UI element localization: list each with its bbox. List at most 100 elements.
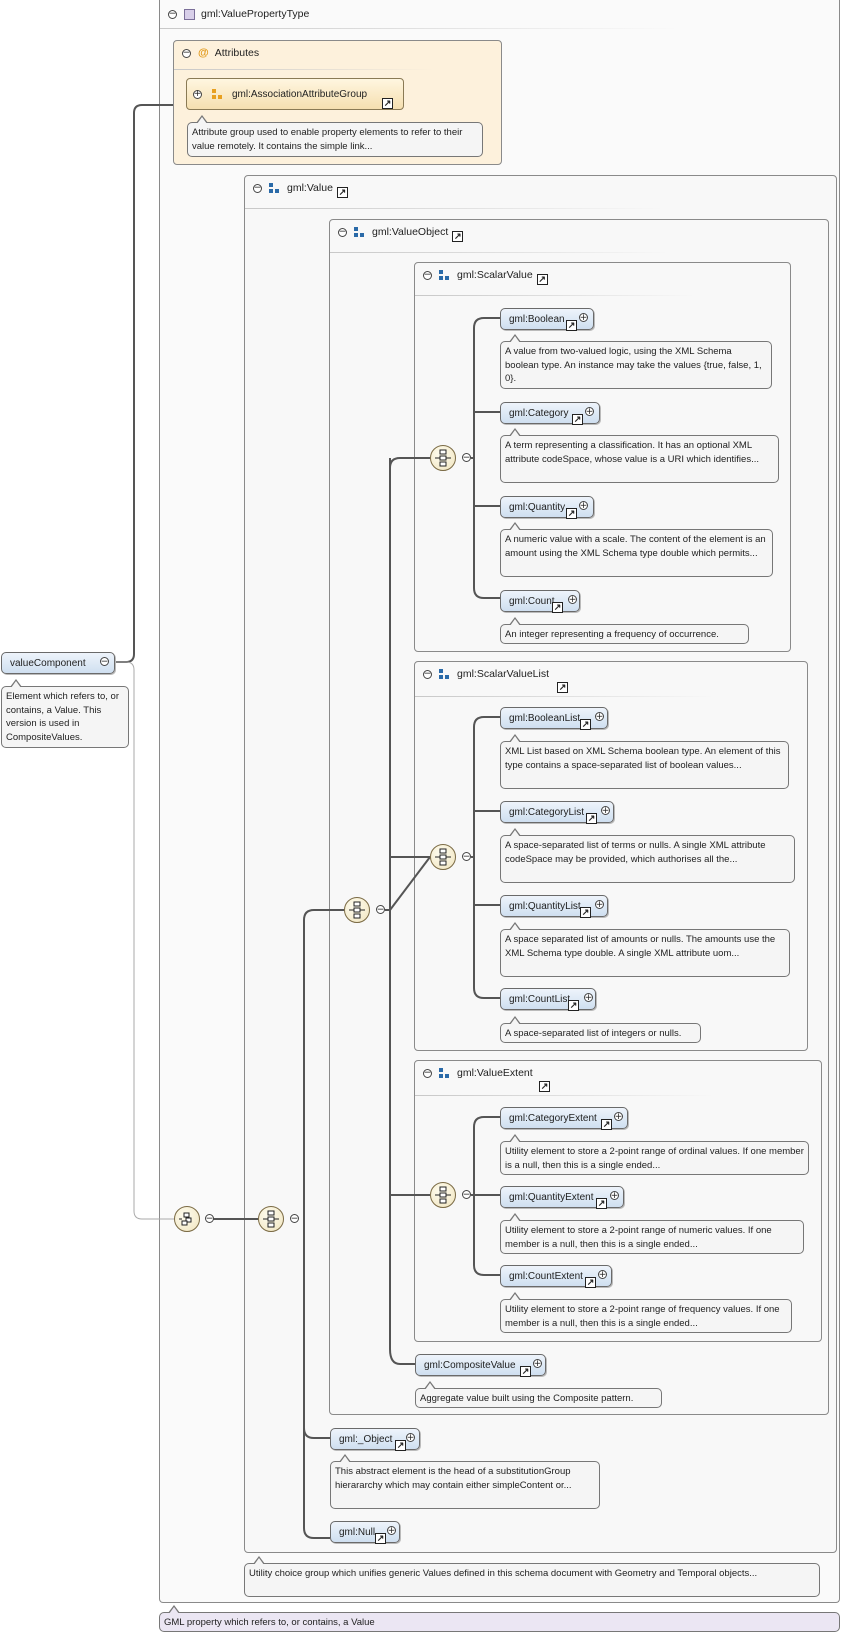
- complex-type-icon: [184, 8, 195, 20]
- link-icon[interactable]: ↗: [566, 320, 577, 331]
- element-label: gml:CountList: [509, 993, 571, 1005]
- expand-toggle[interactable]: +: [595, 899, 604, 910]
- element-count-list-doc: A space-separated list of integers or nu…: [500, 1016, 701, 1043]
- attributes-doc: Attribute group used to enable property …: [187, 115, 483, 157]
- element-label: gml:BooleanList: [509, 712, 581, 724]
- element-composite-value[interactable]: gml:CompositeValue: [415, 1354, 546, 1376]
- panel-title: gml:Value: [287, 182, 333, 194]
- expand-toggle[interactable]: +: [406, 1432, 415, 1443]
- value-property-type-doc: GML property which refers to, or contain…: [159, 1605, 840, 1632]
- collapse-toggle[interactable]: −: [462, 1189, 471, 1200]
- element-quantity-extent-doc: Utility element to store a 2-point range…: [500, 1213, 804, 1254]
- link-icon[interactable]: ↗: [382, 98, 393, 109]
- at-icon: @: [198, 47, 209, 59]
- element-label: gml:CountExtent: [509, 1270, 583, 1282]
- collapse-toggle[interactable]: −: [100, 656, 109, 667]
- link-icon[interactable]: ↗: [596, 1198, 607, 1209]
- expand-toggle[interactable]: +: [533, 1358, 542, 1369]
- link-icon[interactable]: ↗: [375, 1533, 386, 1544]
- collapse-toggle[interactable]: −: [423, 1068, 432, 1078]
- link-icon[interactable]: ↗: [539, 1081, 550, 1092]
- link-icon[interactable]: ↗: [585, 1277, 596, 1288]
- link-icon[interactable]: ↗: [395, 1440, 406, 1451]
- panel-title: Attributes: [214, 47, 260, 59]
- expand-toggle[interactable]: +: [579, 500, 588, 511]
- expand-toggle[interactable]: +: [595, 711, 604, 722]
- panel-title: gml:ValuePropertyType: [201, 8, 310, 20]
- choice-compositor-icon[interactable]: [174, 1206, 200, 1232]
- link-icon[interactable]: ↗: [336, 186, 348, 198]
- model-group-icon: [439, 1067, 451, 1079]
- link-icon[interactable]: ↗: [586, 813, 597, 824]
- collapse-toggle[interactable]: −: [376, 904, 385, 915]
- link-icon[interactable]: ↗: [568, 1000, 579, 1011]
- value-component-element[interactable]: valueComponent: [1, 652, 115, 674]
- element-quantity-list[interactable]: gml:QuantityList: [500, 895, 608, 917]
- expand-toggle[interactable]: +: [579, 312, 588, 323]
- element-composite-value-doc: Aggregate value built using the Composit…: [415, 1381, 662, 1408]
- element-label: gml:Category: [509, 407, 569, 419]
- expand-toggle[interactable]: +: [598, 1269, 607, 1280]
- element-count-list[interactable]: gml:CountList: [500, 988, 596, 1010]
- sequence-compositor-icon[interactable]: [430, 1182, 456, 1208]
- element-count-extent[interactable]: gml:CountExtent: [500, 1265, 612, 1287]
- collapse-toggle[interactable]: −: [462, 452, 471, 463]
- element-quantity-list-doc: A space separated list of amounts or nul…: [500, 922, 790, 977]
- element-label: gml:QuantityList: [509, 900, 581, 912]
- collapse-toggle[interactable]: −: [205, 1213, 214, 1224]
- expand-toggle[interactable]: +: [387, 1525, 396, 1536]
- link-icon[interactable]: ↗: [552, 602, 563, 613]
- element-label: gml:Count: [509, 595, 555, 607]
- link-icon[interactable]: ↗: [566, 508, 577, 519]
- collapse-toggle[interactable]: −: [290, 1213, 299, 1224]
- link-icon[interactable]: ↗: [452, 230, 464, 242]
- sequence-compositor-icon[interactable]: [344, 897, 370, 923]
- expand-toggle[interactable]: +: [610, 1190, 619, 1201]
- element-category-extent[interactable]: gml:CategoryExtent: [500, 1107, 628, 1129]
- collapse-toggle[interactable]: −: [423, 270, 432, 280]
- element-label: gml:Boolean: [509, 313, 565, 325]
- element-label: gml:CategoryExtent: [509, 1112, 597, 1124]
- sequence-compositor-icon[interactable]: [430, 844, 456, 870]
- element-category-list[interactable]: gml:CategoryList: [500, 801, 614, 823]
- expand-toggle[interactable]: +: [193, 89, 202, 99]
- collapse-toggle[interactable]: −: [423, 669, 432, 679]
- element-label: gml:CompositeValue: [424, 1359, 516, 1371]
- link-icon[interactable]: ↗: [601, 1119, 612, 1130]
- association-attribute-group[interactable]: + gml:AssociationAttributeGroup: [186, 78, 404, 110]
- model-group-icon: [354, 226, 366, 238]
- element-boolean-list[interactable]: gml:BooleanList: [500, 707, 608, 729]
- sequence-compositor-icon[interactable]: [430, 445, 456, 471]
- element-count-extent-doc: Utility element to store a 2-point range…: [500, 1292, 792, 1333]
- element-boolean-doc: A value from two-valued logic, using the…: [500, 334, 772, 389]
- collapse-toggle[interactable]: −: [253, 183, 262, 193]
- collapse-toggle[interactable]: −: [462, 851, 471, 862]
- element-count-doc: An integer representing a frequency of o…: [500, 617, 749, 644]
- attribute-group-icon: [212, 88, 224, 100]
- expand-toggle[interactable]: +: [601, 805, 610, 816]
- element-label: gml:QuantityExtent: [509, 1191, 594, 1203]
- element-label: gml:Quantity: [509, 501, 566, 513]
- panel-title: gml:ScalarValue: [457, 269, 533, 281]
- element-object-doc: This abstract element is the head of a s…: [330, 1454, 600, 1509]
- expand-toggle[interactable]: +: [614, 1111, 623, 1122]
- element-boolean-list-doc: XML List based on XML Schema boolean typ…: [500, 734, 789, 789]
- model-group-icon: [269, 182, 281, 194]
- collapse-toggle[interactable]: −: [182, 48, 191, 58]
- link-icon[interactable]: ↗: [557, 682, 568, 693]
- expand-toggle[interactable]: +: [584, 992, 593, 1003]
- panel-title: gml:ValueObject: [372, 226, 449, 238]
- expand-toggle[interactable]: +: [585, 406, 594, 417]
- expand-toggle[interactable]: +: [568, 594, 577, 605]
- element-quantity-extent[interactable]: gml:QuantityExtent: [500, 1186, 624, 1208]
- collapse-toggle[interactable]: −: [168, 9, 177, 19]
- model-group-icon: [439, 668, 451, 680]
- link-icon[interactable]: ↗: [580, 907, 591, 918]
- link-icon[interactable]: ↗: [580, 719, 591, 730]
- link-icon[interactable]: ↗: [536, 273, 548, 285]
- collapse-toggle[interactable]: −: [338, 227, 347, 237]
- sequence-compositor-icon[interactable]: [258, 1206, 284, 1232]
- link-icon[interactable]: ↗: [520, 1366, 531, 1377]
- element-category-extent-doc: Utility element to store a 2-point range…: [500, 1134, 809, 1175]
- link-icon[interactable]: ↗: [572, 414, 583, 425]
